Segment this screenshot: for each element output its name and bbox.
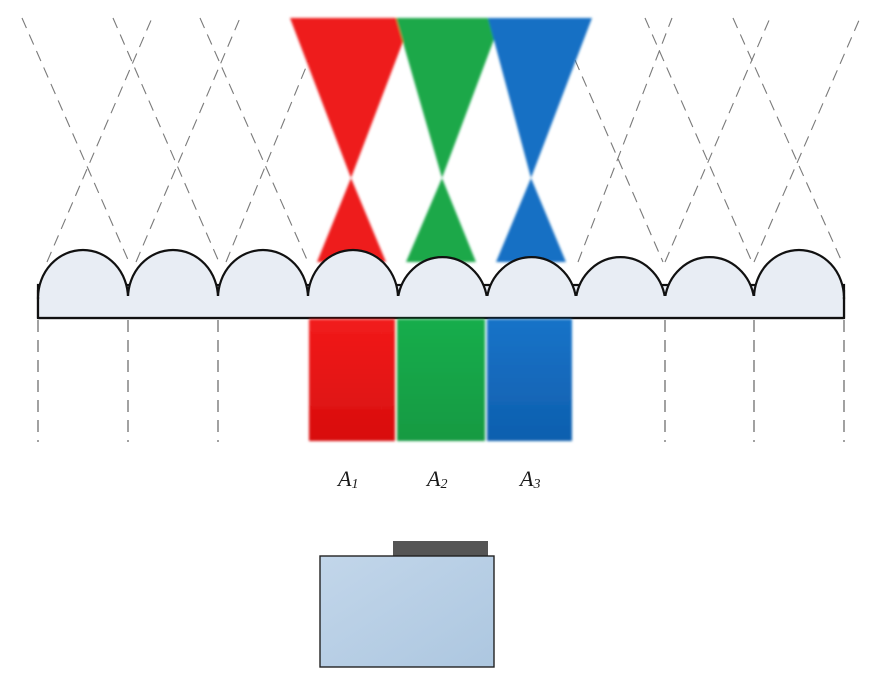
lens-sheet-fill <box>39 296 843 317</box>
red-cone-upper <box>290 18 412 178</box>
pixel-bar-a1 <box>309 319 395 441</box>
blue-cone-lower <box>496 178 566 262</box>
green-cone-upper <box>396 18 502 178</box>
lower-dashed-dividers <box>37 320 845 442</box>
label-a2: A2 <box>425 466 447 492</box>
red-cone-lower <box>317 178 386 262</box>
camera <box>319 541 495 668</box>
ray <box>732 17 843 263</box>
upper-dashed-rays-left <box>21 17 319 263</box>
lens <box>752 248 846 300</box>
pixel-bar-a3 <box>487 319 572 441</box>
pixel-bar-a2 <box>397 319 485 441</box>
ray <box>574 59 664 263</box>
lens <box>574 256 667 300</box>
ray <box>21 17 130 263</box>
pixel-labels: A1 A2 A3 <box>336 466 540 492</box>
lens <box>663 256 756 300</box>
label-a3: A3 <box>518 466 540 492</box>
ray <box>112 17 220 263</box>
lens <box>396 256 489 300</box>
ray <box>664 17 771 263</box>
upper-dashed-rays-right <box>574 17 861 263</box>
ray <box>46 17 153 263</box>
blue-cone-upper <box>488 18 592 178</box>
ray <box>199 17 309 263</box>
view-cones-lower <box>317 178 566 262</box>
ray <box>753 17 861 263</box>
camera-body <box>319 555 495 668</box>
lens <box>126 248 220 300</box>
ray <box>644 17 753 263</box>
ray <box>135 17 241 263</box>
label-a1: A1 <box>336 466 358 492</box>
camera-top <box>393 541 488 557</box>
lens <box>485 256 578 300</box>
view-cones-upper <box>290 18 592 178</box>
lens <box>216 248 310 300</box>
ray <box>577 17 673 263</box>
lens <box>36 248 130 300</box>
ray <box>225 37 319 263</box>
lens <box>306 248 400 300</box>
pixel-bars <box>309 319 572 441</box>
green-cone-lower <box>406 178 476 262</box>
lenticular-lens-array <box>36 248 846 320</box>
